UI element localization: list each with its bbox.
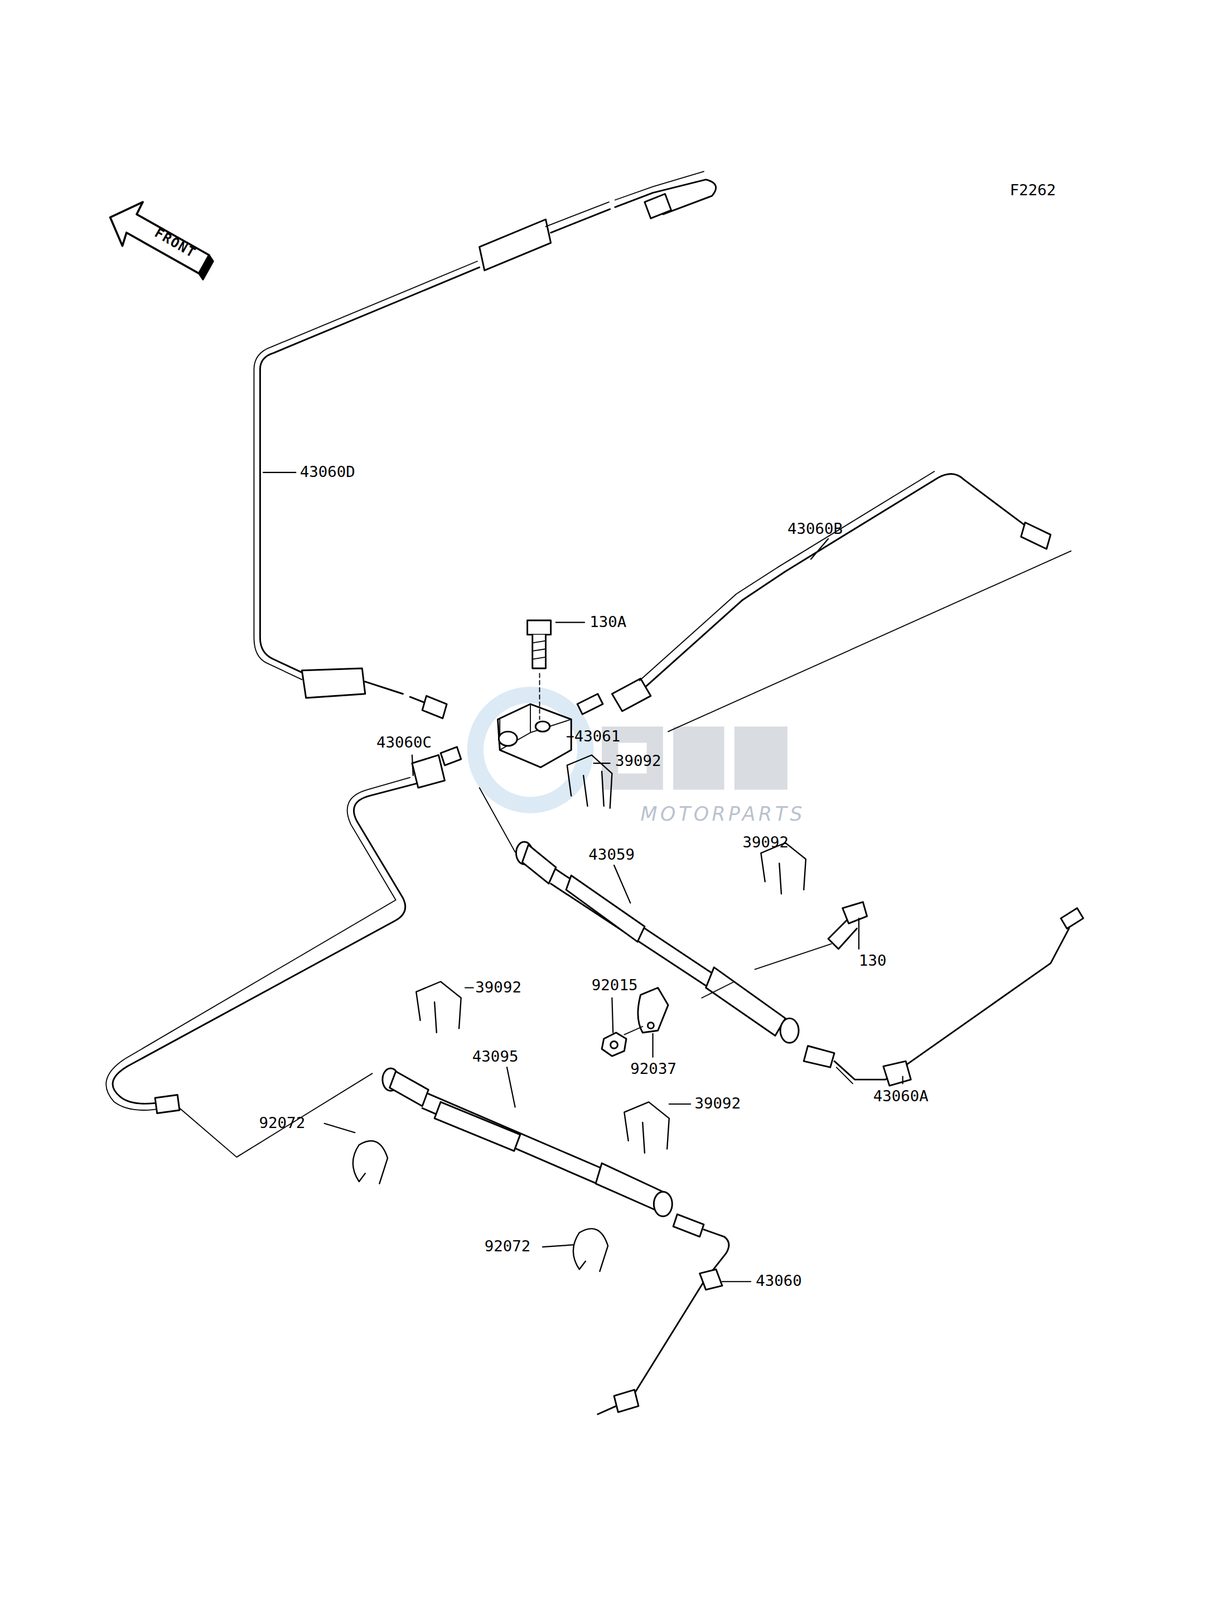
callout-number: 43060B xyxy=(787,521,843,538)
callout-number: 43059 xyxy=(588,847,635,863)
callout-number: 43060D xyxy=(300,464,356,480)
bolt-130 xyxy=(754,901,867,970)
front-arrow xyxy=(110,201,214,280)
callout-number: 39092 xyxy=(475,979,522,995)
callout-number: 92072 xyxy=(259,1115,306,1131)
hose-43059 xyxy=(479,787,799,1043)
callout-number: 43061 xyxy=(574,728,621,744)
clamp-92037 xyxy=(601,987,669,1056)
callout-number: 92037 xyxy=(630,1061,677,1077)
pipe-43060 xyxy=(597,1214,729,1414)
bolt-130a xyxy=(527,620,551,719)
callout-number: 39092 xyxy=(615,753,662,769)
pipe-43060d xyxy=(253,171,716,718)
leader-lines xyxy=(263,472,903,1281)
callout-number: 130 xyxy=(858,953,887,969)
callout-number: 39092 xyxy=(742,834,790,850)
joint-43061 xyxy=(498,703,572,767)
clip-39092 xyxy=(416,754,806,1153)
pipe-43060b xyxy=(577,471,1071,732)
clamp-92072 xyxy=(353,1140,608,1271)
pipe-43060a xyxy=(803,907,1084,1086)
watermark: MOTORPARTS xyxy=(640,804,806,824)
callout-number: 130A xyxy=(589,614,627,630)
callout-number: 43095 xyxy=(472,1049,519,1065)
figure-number: F2262 xyxy=(1009,182,1057,198)
pipe-43060c xyxy=(105,746,461,1157)
callout-number: 43060A xyxy=(873,1088,929,1104)
callout-number: 92072 xyxy=(484,1238,531,1254)
callout-number: 39092 xyxy=(694,1095,742,1111)
callout-number: 92015 xyxy=(591,977,638,993)
callout-number: 43060 xyxy=(755,1273,802,1289)
hose-43095 xyxy=(382,1067,673,1216)
callout-number: 43060C xyxy=(376,735,432,751)
